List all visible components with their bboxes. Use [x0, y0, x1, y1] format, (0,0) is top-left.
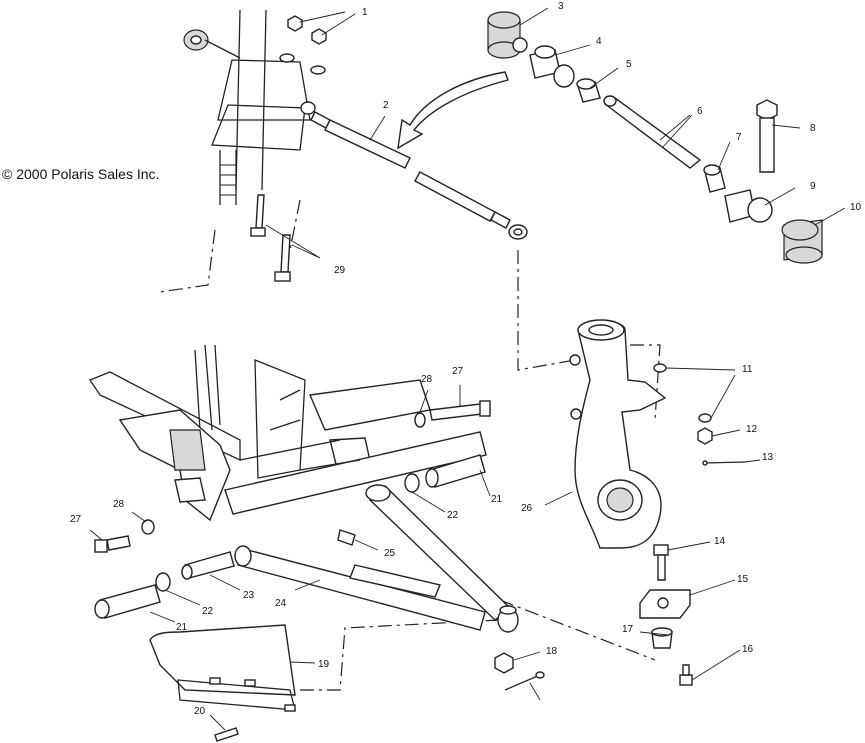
callout-9: 9 [810, 181, 816, 192]
callout-11: 11 [742, 364, 753, 375]
assembly-arrow [397, 71, 509, 150]
knuckle-hardware [653, 363, 761, 466]
steering-post [211, 9, 326, 205]
callout-7: 7 [736, 132, 742, 143]
callout-labels: 1 2 3 4 5 6 7 8 9 10 11 12 13 14 15 16 1… [70, 1, 862, 717]
callout-5: 5 [626, 59, 632, 70]
callout-27-right: 27 [452, 366, 464, 377]
callout-21-left: 21 [176, 622, 188, 633]
bolt-pair [250, 194, 321, 282]
callout-1: 1 [362, 7, 368, 18]
copyright-notice: © 2000 Polaris Sales Inc. [2, 166, 159, 182]
callout-4: 4 [596, 36, 602, 47]
callout-22-left: 22 [202, 606, 214, 617]
callout-6: 6 [697, 106, 703, 117]
callout-24: 24 [275, 598, 287, 609]
callout-28-left: 28 [113, 499, 125, 510]
pivot-tubes [94, 454, 491, 623]
callout-19: 19 [318, 659, 330, 670]
tie-rod [300, 101, 528, 240]
steering-knuckle [544, 319, 667, 549]
frame-bolts-left [89, 511, 155, 553]
callout-18: 18 [546, 646, 558, 657]
callout-8: 8 [810, 123, 816, 134]
callout-10: 10 [850, 202, 862, 213]
callout-27-left: 27 [70, 514, 82, 525]
callout-21-right: 21 [491, 494, 503, 505]
callout-29: 29 [334, 265, 346, 276]
vehicle-frame [89, 344, 487, 522]
callout-2: 2 [383, 100, 389, 111]
frame-mount-lines [159, 199, 301, 293]
callout-12: 12 [746, 424, 758, 435]
upper-right-hardware [487, 7, 846, 264]
callout-25: 25 [384, 548, 396, 559]
callout-20: 20 [194, 706, 206, 717]
callout-28-right: 28 [421, 374, 433, 385]
skid-plate [149, 624, 316, 742]
callout-16: 16 [742, 644, 754, 655]
callout-14: 14 [714, 536, 726, 547]
grease-fitting [337, 529, 379, 551]
ball-joint-nut [494, 651, 545, 701]
ball-joint-hardware [639, 541, 741, 686]
callout-26: 26 [521, 503, 533, 514]
callout-22-right: 22 [447, 510, 459, 521]
frame-bolts-right [414, 385, 491, 428]
callout-3: 3 [558, 1, 564, 12]
nut-pair [287, 11, 356, 45]
routing-lines [300, 250, 661, 691]
callout-17: 17 [622, 624, 634, 635]
tie-rod-end-left [183, 29, 241, 59]
callout-13-upper: 13 [762, 452, 774, 463]
callout-15: 15 [737, 574, 749, 585]
callout-23: 23 [243, 590, 255, 601]
a-arm [234, 484, 519, 633]
